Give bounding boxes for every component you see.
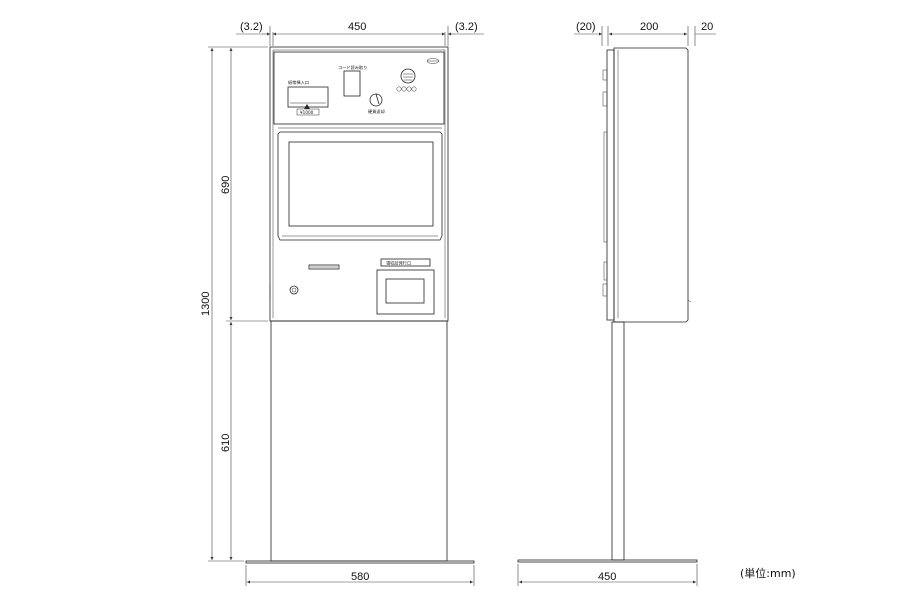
receipt-unit bbox=[376, 269, 435, 315]
front-upper-cabinet bbox=[269, 46, 449, 322]
control-panel bbox=[273, 51, 445, 125]
dim-top-right-margin: (3.2) bbox=[455, 21, 478, 33]
side-base-plate bbox=[517, 559, 698, 563]
receipt-window bbox=[385, 278, 425, 304]
card-slot bbox=[308, 264, 340, 270]
screen-bezel bbox=[277, 131, 443, 241]
side-upper-cabinet bbox=[613, 47, 689, 323]
unit-note: (単位:mm) bbox=[740, 566, 796, 580]
dim-side-top-left: (20) bbox=[576, 21, 596, 33]
payment-reader bbox=[400, 68, 416, 84]
side-view bbox=[517, 47, 698, 563]
intercom-button bbox=[289, 285, 299, 295]
dim-side-top-right: 20 bbox=[701, 21, 713, 33]
side-front-bezel bbox=[606, 49, 615, 321]
front-view: 紙幣挿入口 ¥1000 コード読み取り 硬貨返却 領収証発行口 bbox=[245, 46, 475, 564]
dim-top-width: 450 bbox=[348, 21, 366, 33]
bill-value-label: ¥1000 bbox=[300, 110, 314, 115]
dim-base-front-width: 580 bbox=[351, 571, 369, 583]
receipt-outlet-label-box bbox=[380, 258, 431, 267]
code-reader-label: コード読み取り bbox=[338, 64, 367, 71]
receipt-label: 領収証発行口 bbox=[386, 260, 411, 267]
dim-base-side-width: 450 bbox=[598, 571, 616, 583]
dim-top-left-margin: (3.2) bbox=[240, 21, 263, 33]
bill-slot bbox=[287, 86, 329, 108]
coin-knob bbox=[369, 93, 383, 107]
touch-screen bbox=[288, 141, 434, 227]
bill-slot-label: 紙幣挿入口 bbox=[288, 79, 309, 86]
front-base-plate bbox=[245, 560, 475, 564]
code-reader-window bbox=[343, 70, 361, 97]
dim-lower-height: 610 bbox=[220, 434, 232, 452]
side-dimensions: (20) 200 20 450 bbox=[517, 21, 716, 586]
side-stand bbox=[611, 321, 625, 561]
front-stand bbox=[270, 320, 448, 562]
dim-side-top-width: 200 bbox=[640, 21, 658, 33]
knob-label: 硬貨返却 bbox=[368, 108, 385, 115]
front-dimensions: (3.2) 450 (3.2) 690 1300 610 580 bbox=[200, 21, 484, 586]
dim-upper-height: 690 bbox=[220, 176, 232, 194]
dim-total-height: 1300 bbox=[200, 292, 212, 316]
